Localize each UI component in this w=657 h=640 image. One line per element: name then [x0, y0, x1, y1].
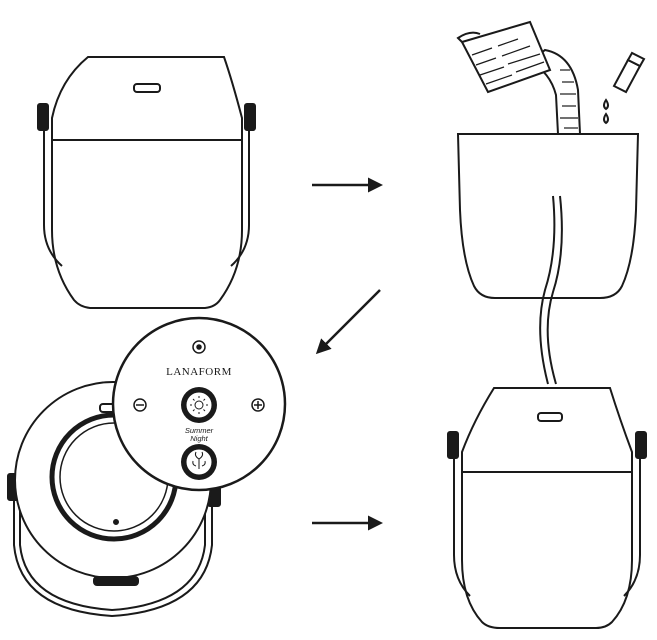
diffuser-filling-step2	[458, 22, 644, 384]
lid-button[interactable]	[134, 84, 160, 92]
diffuser-closed-step1	[38, 57, 255, 308]
light-button[interactable]	[181, 387, 217, 423]
mode-label-line2: Night	[190, 434, 208, 443]
brand-label: LANAFORM	[166, 366, 232, 378]
arrow-down-left-icon	[318, 290, 380, 352]
lid-button[interactable]	[538, 413, 562, 421]
control-panel: LANAFORM Summer Night	[113, 318, 285, 490]
essential-oil-bottle-icon	[604, 53, 644, 123]
mist-button[interactable]	[181, 444, 217, 480]
water-pitcher-icon	[458, 22, 550, 92]
diffuser-closed-step4	[448, 388, 646, 628]
